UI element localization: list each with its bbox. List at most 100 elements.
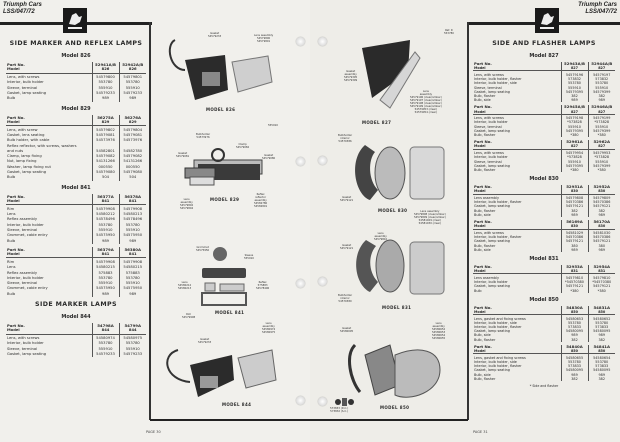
model-841-illustration: [201, 247, 247, 306]
spacer-row: [6, 334, 146, 337]
part-description: Reflex assembly: [7, 217, 38, 222]
label-m844-lens: Lens assembly 54580974 54580975: [262, 322, 276, 334]
header-value: 841: [118, 252, 146, 259]
part-number: 54579810: [560, 275, 588, 281]
model-heading: Model 850: [529, 296, 559, 303]
part-description: Sleeve, terminal: [474, 159, 502, 164]
label-m830-bulbholder: Bulbholder interior 54570386: [338, 134, 353, 143]
model-heading: Model 829: [61, 105, 91, 112]
header-label: Model: [473, 109, 561, 115]
header-value: 52942A/B: [118, 62, 146, 68]
part-number: 54579198: [560, 116, 588, 121]
label-m829-clamp: Clamp 54579082: [236, 143, 250, 149]
footnote: * Side and flasher: [529, 383, 559, 388]
part-number: 575883: [91, 270, 119, 276]
part-number: 382: [560, 376, 588, 381]
part-number: 54580095: [587, 368, 615, 373]
page-frame-line: [149, 22, 151, 420]
model-heading: Model 831: [529, 256, 559, 263]
part-number: 555910: [91, 346, 119, 352]
part-number: 54578496: [118, 217, 146, 223]
brand-text: Triumph Cars: [3, 2, 42, 8]
header-label: Model: [473, 144, 561, 150]
part-number: 54580213: [118, 212, 146, 218]
spacer: [118, 125, 146, 128]
part-number: 553780: [118, 341, 146, 347]
part-number: 555910: [587, 85, 615, 90]
part-number: 382: [560, 93, 588, 99]
part-description: Interior, bulb holder, flasher: [474, 364, 522, 369]
caption-model-827: MODEL 827: [362, 120, 392, 125]
caption-model-826: MODEL 826: [206, 107, 236, 112]
header-label: Model: [6, 67, 92, 74]
part-number: 54579953: [587, 151, 615, 156]
part-description: Gasket, lamp seating: [474, 368, 510, 373]
part-number: 553780: [118, 80, 146, 86]
part-number: 553780: [91, 275, 119, 282]
part-description: Bulb, side: [474, 247, 491, 252]
spacer: [560, 314, 588, 317]
header-value: 831: [560, 269, 588, 275]
header-value: 56379A: [91, 246, 119, 253]
part-description: Bulb, flasher: [474, 208, 496, 213]
part-number: 989: [560, 372, 588, 377]
part-description: Grommet, cable entry: [7, 286, 48, 291]
spacer-row: [6, 125, 146, 128]
spacer: [118, 73, 146, 76]
part-description: Interior, bulb holder: [7, 80, 44, 85]
part-number: 54579082: [118, 154, 146, 160]
header-value: 827: [560, 109, 588, 115]
header-label: Model: [473, 224, 561, 230]
part-description: Bulb, flasher: [474, 133, 496, 138]
part-number: 54579908: [118, 259, 146, 266]
part-number: 989: [560, 98, 588, 103]
part-description: and nuts: [7, 148, 24, 153]
part-description: Rim: [7, 259, 15, 264]
part-number: 555910: [560, 85, 588, 90]
part-number: 000550: [118, 164, 146, 171]
model-831-illustration: [356, 239, 445, 295]
part-description: Interior, bulb holder, side: [474, 81, 517, 86]
part-number: 989: [587, 98, 615, 103]
part-number: 54580974: [91, 336, 119, 342]
part-number: 54579800: [91, 75, 119, 81]
part-description: Lens, with screws: [7, 336, 40, 341]
label-m850-lens: Lens assembly 54580652 54580653 54580654…: [432, 322, 446, 340]
part-number: 989: [560, 247, 588, 253]
part-number: 989: [587, 247, 615, 253]
part-number: 54579908: [91, 206, 119, 213]
spacer-row: [473, 149, 615, 152]
part-number: 54570386: [587, 235, 615, 240]
part-description: Sleeve, terminal: [7, 85, 38, 90]
header-value: 52951A: [560, 184, 588, 190]
part-number: 54573976: [118, 138, 146, 144]
header-label: Model: [6, 198, 92, 206]
header-label: Part No.: [474, 343, 492, 349]
spacer: [91, 204, 119, 207]
part-number: 555910: [587, 159, 615, 164]
part-number: *573828: [587, 155, 615, 160]
part-number: 54580215: [91, 265, 119, 271]
triumph-logo-icon: [535, 8, 559, 33]
label-m829-gasket: Gasket 54579081: [176, 152, 190, 158]
table-row: Interior, bulb holder*573828*573828: [473, 155, 615, 160]
